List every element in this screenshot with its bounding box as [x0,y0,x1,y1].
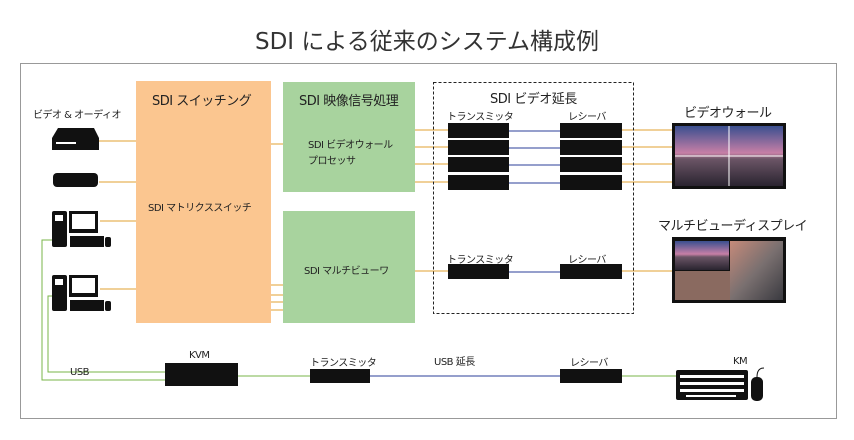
kvm-label: KVM [189,350,210,361]
video-wall-display [672,123,786,189]
transmitter [448,123,509,138]
video-wall-label: ビデオウォール [684,106,772,121]
video-wall-processor-box [283,82,415,192]
av-device-icon [52,128,99,150]
processing-heading: SDI 映像信号処理 [299,94,399,109]
multiview-display [672,237,786,303]
transmitter [448,157,509,172]
tx-label-2: トランスミッタ [447,255,514,266]
switching-heading: SDI スイッチング [152,94,252,109]
wall-processor-label-2: プロセッサ [308,156,356,167]
receiver [560,264,622,279]
mouse-icon [751,367,765,401]
usb-line [41,239,165,381]
usb-transmitter [310,369,370,383]
matrix-switch-label: SDI マトリクススイッチ [148,203,252,214]
receiver [560,123,622,138]
diagram-frame [20,63,837,419]
pc-icon [52,211,111,247]
usb-receiver [560,369,622,383]
usb-extension-label: USB 延長 [434,357,475,368]
multiviewer-box [283,211,415,323]
av-source-label: ビデオ & オーディオ [33,110,121,121]
rx-label: レシーバ [568,112,606,123]
sdi-switching-box [136,81,271,323]
keyboard-icon [676,370,748,400]
multiview-display-label: マルチビューディスプレイ [658,219,808,234]
usb-label: USB [70,367,90,378]
receiver [560,140,622,155]
pc-icon [52,275,111,311]
usb-rx-label: レシーバ [570,358,608,369]
rx-label-2: レシーバ [568,255,606,266]
wall-processor-label: SDI ビデオウォール [308,140,393,151]
usb-tx-label: トランスミッタ [310,358,377,369]
multiviewer-label: SDI マルチビューワ [304,266,389,277]
extension-heading: SDI ビデオ延長 [490,92,577,107]
transmitter [448,140,509,155]
transmitter [448,264,509,279]
extension-dashed-box [433,82,634,314]
tx-label: トランスミッタ [447,112,514,123]
transmitter [448,175,509,190]
km-label: KM [733,356,748,367]
receiver [560,157,622,172]
page-title: SDI による従来のシステム構成例 [254,29,600,55]
receiver [560,175,622,190]
usb-line [47,295,165,373]
media-player-icon [53,173,98,187]
kvm-switch [165,363,238,386]
